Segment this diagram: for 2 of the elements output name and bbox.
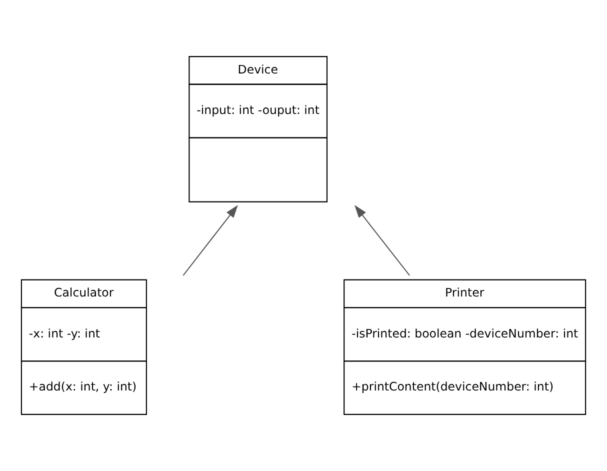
arrow xyxy=(354,205,410,276)
arrow xyxy=(182,205,238,276)
